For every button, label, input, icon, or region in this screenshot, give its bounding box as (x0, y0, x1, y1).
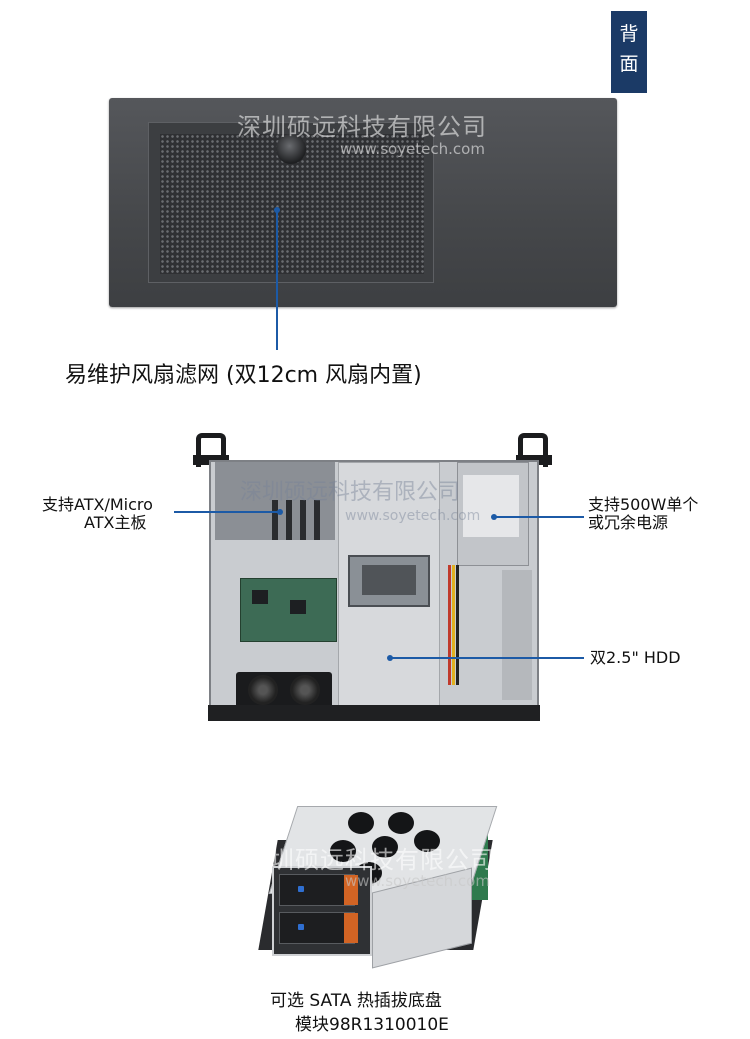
cpu-socket-inner (362, 565, 416, 595)
label-psu-line2: 或冗余电源 (588, 513, 669, 532)
watermark-company: 深圳硕远科技有限公司 (245, 846, 495, 874)
psu-label-sticker (463, 475, 519, 537)
watermark-url: www.soyetech.com (345, 872, 490, 890)
drive-bay-lower (279, 912, 355, 944)
chassis-front-lip (208, 705, 540, 721)
pci-slot (286, 500, 292, 540)
side-rail (502, 570, 532, 700)
pci-slot (272, 500, 278, 540)
hotswap-caption-line2: 模块98R1310010E (295, 1015, 449, 1035)
callout-dot-motherboard (277, 509, 283, 515)
watermark-company: 深圳硕远科技有限公司 (240, 480, 461, 505)
callout-line-psu (494, 516, 584, 518)
label-hdd: 双2.5" HDD (590, 648, 681, 667)
fan (248, 675, 278, 705)
drive-bay-upper (279, 874, 355, 906)
board-chip (290, 600, 306, 614)
watermark-url: www.soyetech.com (345, 508, 481, 524)
section-tag-back: 背 面 (611, 11, 647, 93)
drive-latch-upper (344, 875, 358, 905)
watermark-company: 深圳硕远科技有限公司 (237, 113, 487, 141)
drive-led-upper (298, 886, 304, 892)
motherboard (240, 578, 337, 642)
section-tag-char-1: 背 (619, 23, 639, 45)
power-wire (448, 565, 451, 685)
filter-thumbscrew (276, 134, 306, 164)
right-handle (518, 433, 548, 467)
drive-led-lower (298, 924, 304, 930)
label-motherboard-line1: 支持ATX/Micro (42, 495, 153, 514)
vent-hole (348, 812, 374, 834)
label-psu-line1: 支持500W单个 (588, 495, 699, 514)
pci-slot (300, 500, 306, 540)
power-wire (452, 565, 455, 685)
watermark-url: www.soyetech.com (340, 140, 485, 158)
section-tag-char-2: 面 (619, 53, 639, 75)
filter-caption: 易维护风扇滤网 (双12cm 风扇内置) (65, 363, 422, 388)
hotswap-caption-line1: 可选 SATA 热插拔底盘 (270, 991, 442, 1011)
callout-line-hdd (390, 657, 584, 659)
board-chip (252, 590, 268, 604)
fan (290, 675, 320, 705)
label-motherboard-line2: ATX主板 (84, 513, 147, 532)
drive-latch-lower (344, 913, 358, 943)
power-wire (456, 565, 459, 685)
left-handle (196, 433, 226, 467)
pci-slot (314, 500, 320, 540)
vent-hole (372, 836, 398, 858)
callout-line-filter (276, 210, 278, 350)
vent-hole (414, 830, 440, 852)
vent-hole (388, 812, 414, 834)
callout-line-motherboard (174, 511, 279, 513)
vent-hole (330, 840, 356, 862)
